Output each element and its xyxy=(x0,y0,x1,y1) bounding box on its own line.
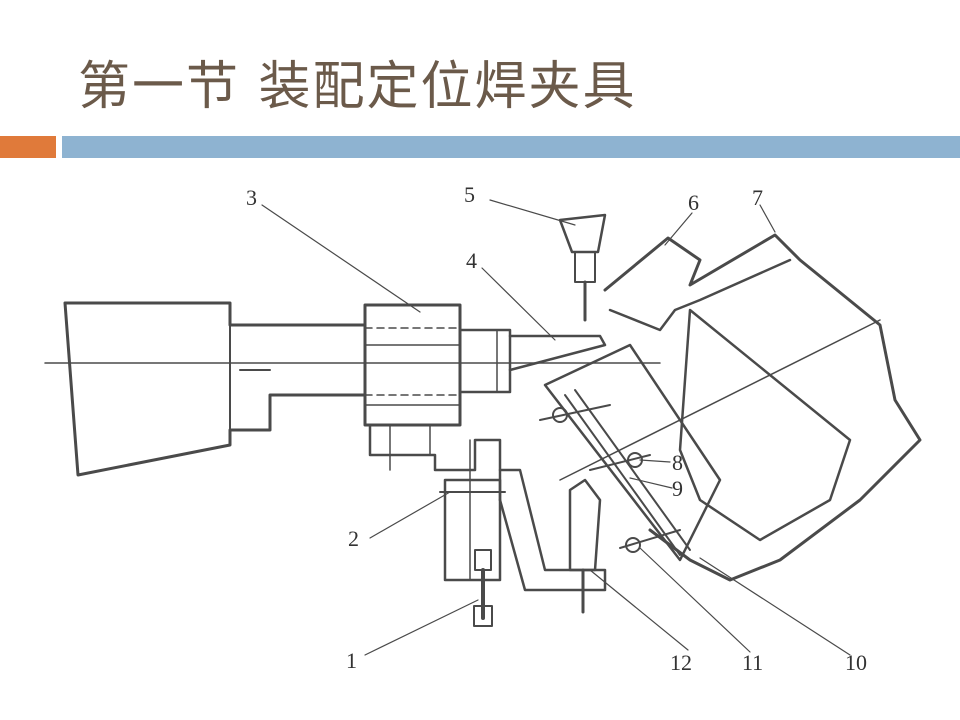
spindle xyxy=(458,328,512,394)
leader-6 xyxy=(664,212,693,246)
bolt-8-shaft xyxy=(589,454,651,471)
callout-2: 2 xyxy=(348,526,359,551)
leader-4 xyxy=(481,267,556,341)
slide-title: 第一节 装配定位焊夹具 xyxy=(78,57,637,117)
leader-11 xyxy=(639,547,751,653)
callout-12: 12 xyxy=(670,650,692,675)
callout-5: 5 xyxy=(464,182,475,207)
workpiece-inner xyxy=(608,258,792,332)
accent-bar xyxy=(0,136,56,158)
clamp-block xyxy=(363,303,462,427)
callout-4: 4 xyxy=(466,248,477,273)
clamp-plate xyxy=(543,343,722,562)
callout-10: 10 xyxy=(845,650,867,675)
arm xyxy=(498,468,607,592)
callout-3: 3 xyxy=(246,185,257,210)
nut-bottom xyxy=(473,605,493,627)
nut-top xyxy=(474,549,492,571)
header-divider-bar xyxy=(62,136,960,158)
fixture-diagram: 1 2 3 4 5 6 7 8 9 10 11 12 xyxy=(44,182,922,675)
leader-9 xyxy=(629,477,673,489)
upper-electrode-cap xyxy=(558,213,607,254)
lower-bracket xyxy=(368,423,502,502)
leader-2 xyxy=(369,491,451,539)
upper-electrode-body xyxy=(574,251,596,283)
diagonal-axis xyxy=(559,319,881,481)
clamp-plate-rail-1 xyxy=(564,394,681,556)
bolt-11 xyxy=(625,537,641,553)
vertical-bracket xyxy=(443,478,502,582)
leader-1 xyxy=(364,599,479,656)
callout-11: 11 xyxy=(742,650,763,675)
bolt-11-shaft xyxy=(619,529,681,549)
leader-10 xyxy=(699,557,851,656)
callout-8: 8 xyxy=(672,450,683,475)
left-housing xyxy=(63,301,367,477)
electrode-tip xyxy=(508,334,607,372)
workpiece-frame xyxy=(603,233,922,582)
leader-8 xyxy=(639,459,671,463)
bolt-upper-shaft xyxy=(539,404,611,421)
clamp-plate-rail-2 xyxy=(574,389,691,551)
callout-7: 7 xyxy=(752,185,763,210)
leader-3 xyxy=(261,204,421,313)
leader-5 xyxy=(489,199,576,226)
callout-1: 1 xyxy=(346,648,357,673)
lower-electrode xyxy=(568,478,602,572)
callout-6: 6 xyxy=(688,190,699,215)
inner-block xyxy=(678,308,852,542)
leader-7 xyxy=(759,204,776,233)
leader-12 xyxy=(589,569,689,651)
callout-9: 9 xyxy=(672,476,683,501)
